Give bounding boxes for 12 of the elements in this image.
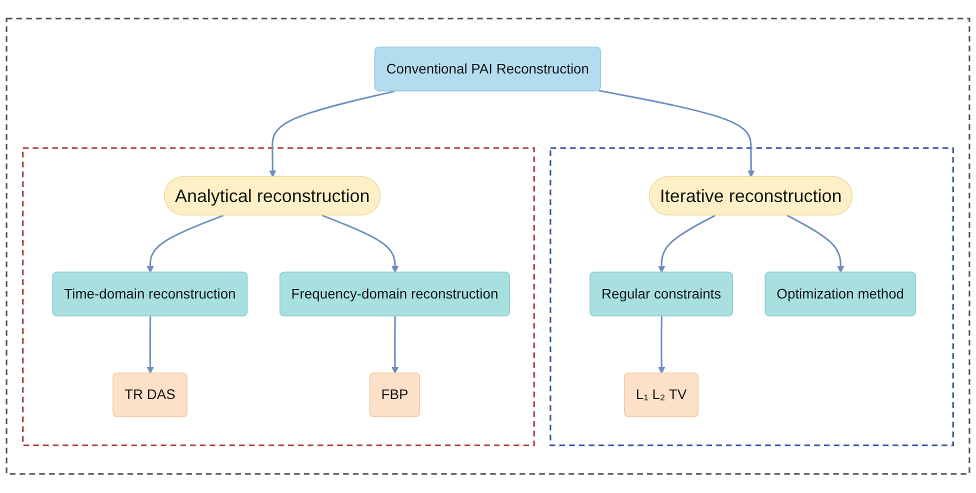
arrow bbox=[269, 90, 395, 178]
arrow bbox=[598, 90, 755, 178]
arrow bbox=[786, 214, 844, 274]
arrow bbox=[146, 214, 224, 274]
cluster bbox=[22, 147, 535, 446]
arrow bbox=[658, 316, 666, 374]
arrow bbox=[322, 214, 399, 274]
arrow bbox=[391, 316, 399, 374]
arrow bbox=[146, 316, 154, 374]
arrow bbox=[658, 214, 716, 274]
cluster bbox=[550, 147, 954, 446]
cluster bbox=[6, 18, 970, 476]
